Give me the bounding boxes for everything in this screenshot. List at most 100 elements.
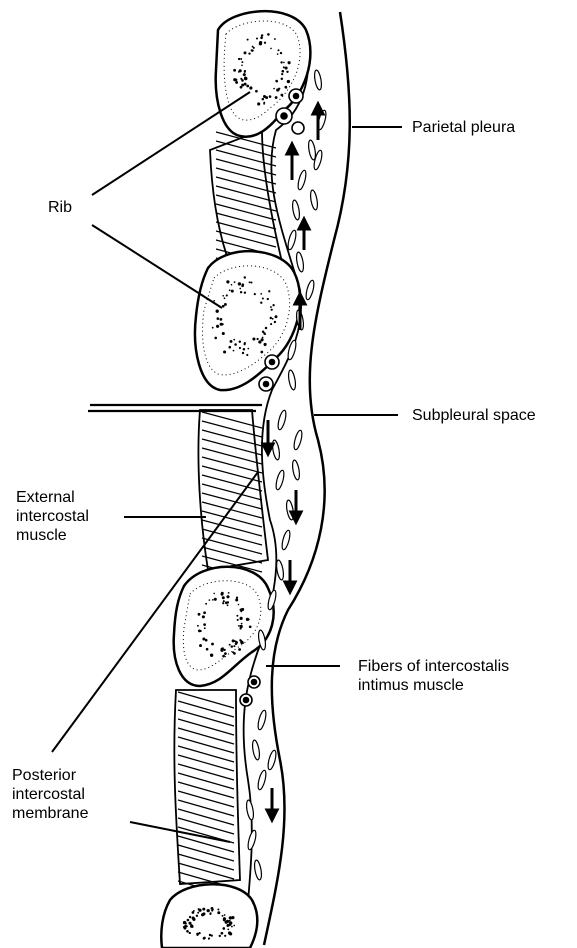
stipple-dot (278, 88, 280, 90)
fiber (257, 770, 268, 791)
stipple-dot (212, 599, 214, 601)
fiber (291, 200, 300, 221)
stipple-dot (229, 932, 232, 935)
stipple-dot (249, 86, 252, 89)
stipple-dot (264, 343, 267, 346)
fiber (251, 740, 260, 761)
stipple-dot (239, 347, 241, 349)
stipple-dot (222, 332, 225, 335)
stipple-dot (283, 66, 285, 68)
stipple-dot (248, 618, 250, 620)
stipple-dot (235, 598, 238, 601)
stipple-dot (222, 647, 224, 649)
stipple-dot (265, 327, 268, 330)
stipple-dot (268, 290, 270, 292)
stipple-dot (262, 297, 264, 299)
stipple-dot (286, 71, 288, 73)
stipple-dot (241, 84, 244, 87)
stipple-dot (231, 290, 234, 293)
arrow-head (287, 144, 297, 154)
stipple-dot (210, 654, 213, 657)
stipple-dot (189, 916, 191, 918)
fiber (313, 70, 322, 91)
stipple-dot (224, 914, 226, 916)
stipple-dot (283, 62, 285, 64)
fiber (287, 230, 298, 251)
label-rib: Rib (48, 198, 72, 217)
stipple-dot (192, 918, 195, 921)
stipple-dot (213, 593, 215, 595)
stipple-dot (236, 641, 238, 643)
fiber (253, 860, 262, 881)
stipple-dot (227, 924, 230, 927)
fiber (257, 710, 268, 731)
stipple-dot (217, 908, 219, 910)
stipple-dot (249, 281, 251, 283)
stipple-dot (274, 38, 276, 40)
stipple-dot (197, 934, 199, 936)
stipple-dot (260, 302, 262, 304)
stipple-dot (210, 912, 212, 914)
label-fibers-intercostalis: Fibers of intercostalis intimus muscle (358, 657, 509, 695)
stipple-dot (254, 293, 256, 295)
stipple-dot (196, 915, 198, 917)
stipple-dot (225, 601, 228, 604)
stipple-dot (263, 95, 266, 98)
stipple-dot (281, 73, 283, 75)
stipple-dot (243, 73, 246, 76)
stipple-dot (230, 340, 233, 343)
stipple-dot (203, 611, 206, 614)
stipple-dot (239, 340, 241, 342)
stipple-dot (201, 913, 204, 916)
stipple-dot (233, 69, 236, 72)
stipple-dot (262, 98, 265, 101)
stipple-dot (277, 49, 279, 51)
stipple-dot (231, 926, 233, 928)
stipple-dot (281, 70, 284, 73)
stipple-dot (239, 288, 241, 290)
arrow-head (263, 444, 273, 454)
stipple-dot (203, 937, 206, 940)
stipple-dot (243, 348, 246, 351)
stipple-dot (275, 315, 278, 318)
stipple-dot (238, 604, 240, 606)
arrow-head (291, 512, 301, 522)
stipple-dot (259, 41, 262, 44)
stipple-dot (222, 602, 224, 604)
stipple-dot (247, 39, 249, 41)
stipple-dot (198, 909, 201, 912)
stipple-dot (244, 292, 246, 294)
stipple-dot (206, 648, 209, 651)
stipple-dot (236, 615, 238, 617)
stipple-dot (233, 645, 235, 647)
arrow-head (267, 810, 277, 820)
stipple-dot (250, 281, 252, 283)
stipple-dot (264, 42, 266, 44)
stipple-dot (214, 598, 217, 601)
stipple-dot (197, 625, 199, 627)
rib-2 (195, 251, 300, 390)
stipple-dot (285, 67, 287, 69)
stipple-dot (241, 79, 244, 82)
stipple-dot (241, 64, 243, 66)
stipple-dot (226, 920, 229, 923)
stipple-dot (241, 61, 243, 63)
fiber (297, 170, 308, 191)
stipple-dot (233, 350, 235, 352)
stipple-dot (238, 625, 240, 627)
stipple-dot (220, 649, 223, 652)
label-subpleural-space: Subpleural space (412, 406, 536, 425)
stipple-dot (222, 295, 224, 297)
stipple-dot (260, 293, 262, 295)
stipple-dot (270, 306, 272, 308)
stipple-dot (204, 627, 206, 629)
stipple-dot (224, 935, 226, 937)
stipple-dot (205, 603, 207, 605)
stipple-dot (231, 284, 233, 286)
stipple-dot (270, 323, 272, 325)
stipple-dot (269, 95, 272, 98)
rib-3 (174, 567, 274, 686)
stipple-dot (223, 350, 226, 353)
stipple-dot (240, 58, 242, 60)
stipple-dot (281, 94, 284, 97)
